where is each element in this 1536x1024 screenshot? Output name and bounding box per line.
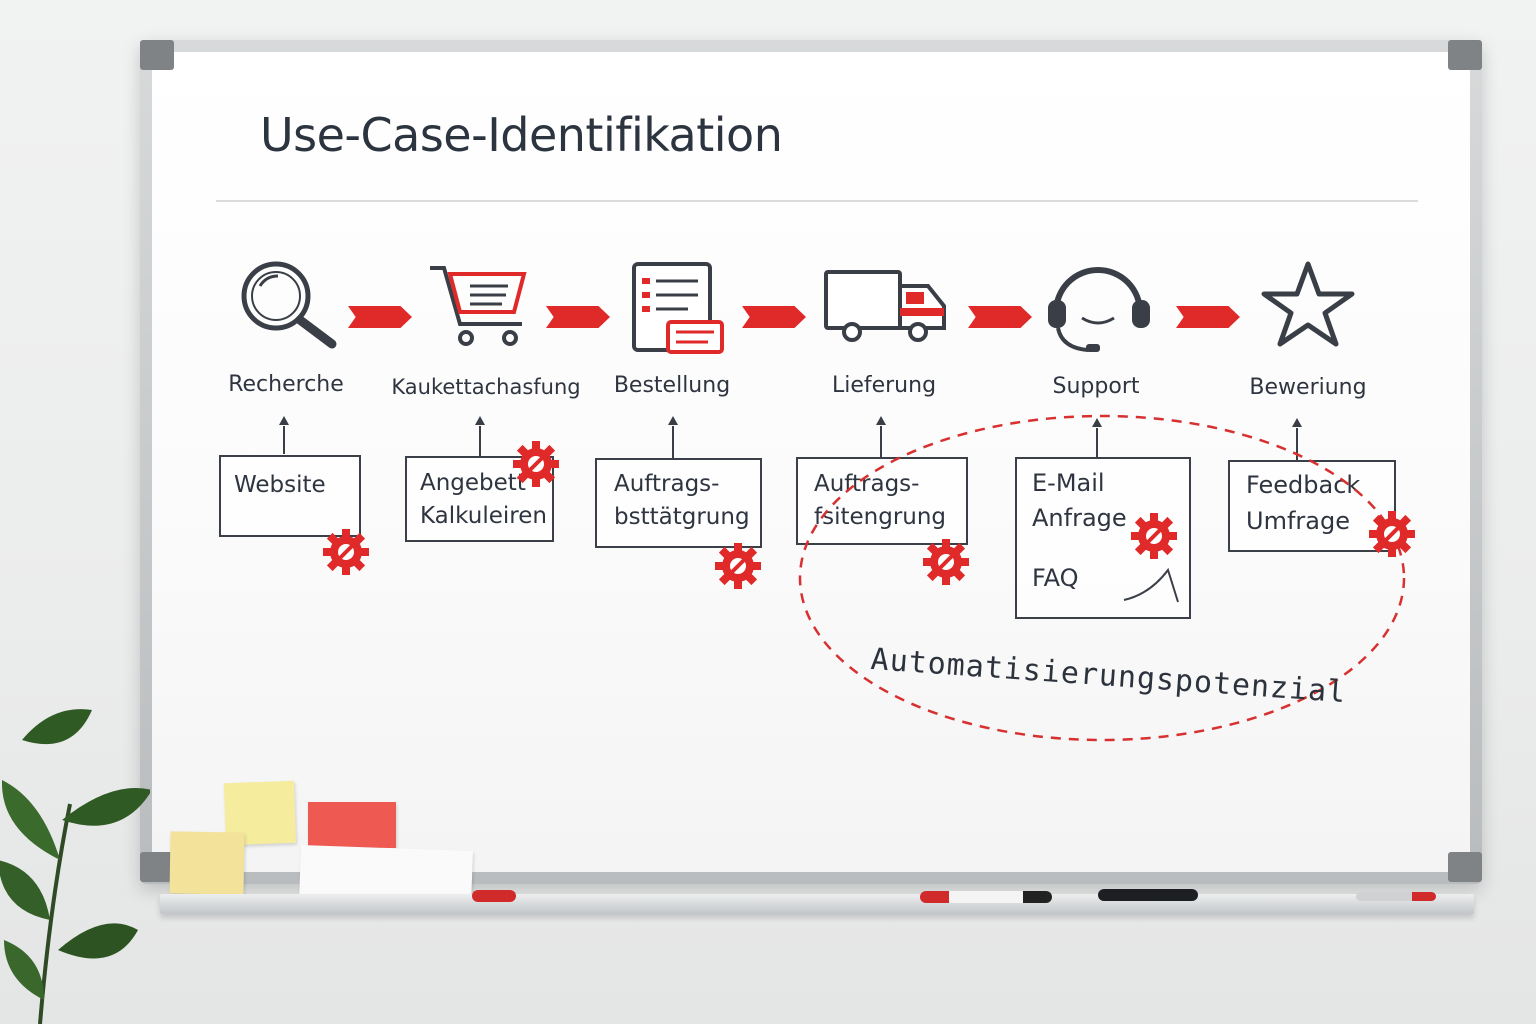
connector-arrowhead [279, 416, 289, 425]
frame-corner [1448, 852, 1482, 882]
sticky-note-yellow [169, 831, 245, 895]
connector-line [1096, 428, 1098, 458]
automation-potential-ellipse [798, 414, 1406, 742]
automation-gear-icon [923, 539, 969, 585]
flow-arrow [968, 306, 1032, 328]
red-marker[interactable] [920, 891, 1052, 903]
stage-label-bewertung: Bewerіung [1249, 375, 1367, 400]
automation-gear-icon [1369, 511, 1415, 557]
stage-label-recherche: Recherche [228, 372, 344, 397]
connector-arrowhead [1292, 418, 1302, 427]
touchpoint-text: FAQ [1032, 564, 1079, 592]
sticky-note-red [308, 802, 396, 848]
stage-label-lieferung: Lieferung [831, 373, 937, 398]
automation-gear-icon [323, 529, 369, 575]
flow-arrow [546, 306, 610, 328]
connector-arrowhead [1092, 418, 1102, 427]
frame-corner [1448, 40, 1482, 70]
touchpoint-text: Umfrage [1246, 507, 1350, 535]
automation-gear-icon [513, 441, 559, 487]
flow-arrow [1176, 306, 1240, 328]
shopping-cart-icon [430, 266, 527, 346]
board-title: Use-Case-Identifikation [260, 108, 783, 162]
touchpoint-text: E-Mail [1032, 469, 1105, 497]
touchpoint-text: bsttätgrung [614, 504, 750, 530]
connector-line [672, 426, 674, 458]
red-marker[interactable] [472, 890, 516, 902]
connector-arrowhead [668, 416, 678, 425]
connector-line [1296, 428, 1298, 460]
connector-arrowhead [876, 416, 886, 425]
touchpoint-text: Kalkuleiren [420, 503, 547, 529]
connector-line [283, 426, 285, 454]
automation-gear-icon [1131, 513, 1177, 559]
touchpoint-text: Website [234, 472, 326, 498]
plant [0, 709, 150, 1024]
stage-label-bestellung: Bestellung [613, 373, 731, 398]
star-icon [1261, 261, 1355, 347]
headset-icon [1048, 267, 1150, 352]
red-marker[interactable] [1356, 892, 1436, 901]
order-form-icon [632, 262, 724, 354]
title-divider [216, 200, 1418, 202]
marker-tray [160, 894, 1474, 914]
flow-arrow [742, 306, 806, 328]
frame-corner [140, 852, 174, 882]
scribble-mark [1123, 567, 1179, 603]
touchpoint-text: Auftrags- [614, 471, 720, 497]
flow-arrow [348, 306, 412, 328]
black-marker[interactable] [1098, 889, 1198, 901]
automation-gear-icon [715, 543, 761, 589]
connector-line [479, 426, 481, 456]
touchpoint-box-auftragsverfolgung [796, 457, 968, 545]
touchpoint-text: Angebett [420, 470, 526, 496]
touchpoint-box-auftragsbestaetigung [595, 458, 762, 548]
stage-label-support: Support [1052, 374, 1140, 399]
touchpoint-text: fsitengrung [814, 504, 947, 530]
connector-arrowhead [475, 416, 485, 425]
stage-label-kaufentscheidung: Kaukettachasfung [391, 375, 581, 399]
frame-corner [140, 40, 174, 70]
touchpoint-box-website [219, 455, 361, 537]
delivery-truck-icon [824, 270, 946, 342]
magnifier-icon [241, 261, 337, 349]
connector-line [880, 426, 882, 458]
touchpoint-text: Anfrage [1032, 504, 1127, 532]
touchpoint-text: Feedback [1246, 471, 1361, 499]
